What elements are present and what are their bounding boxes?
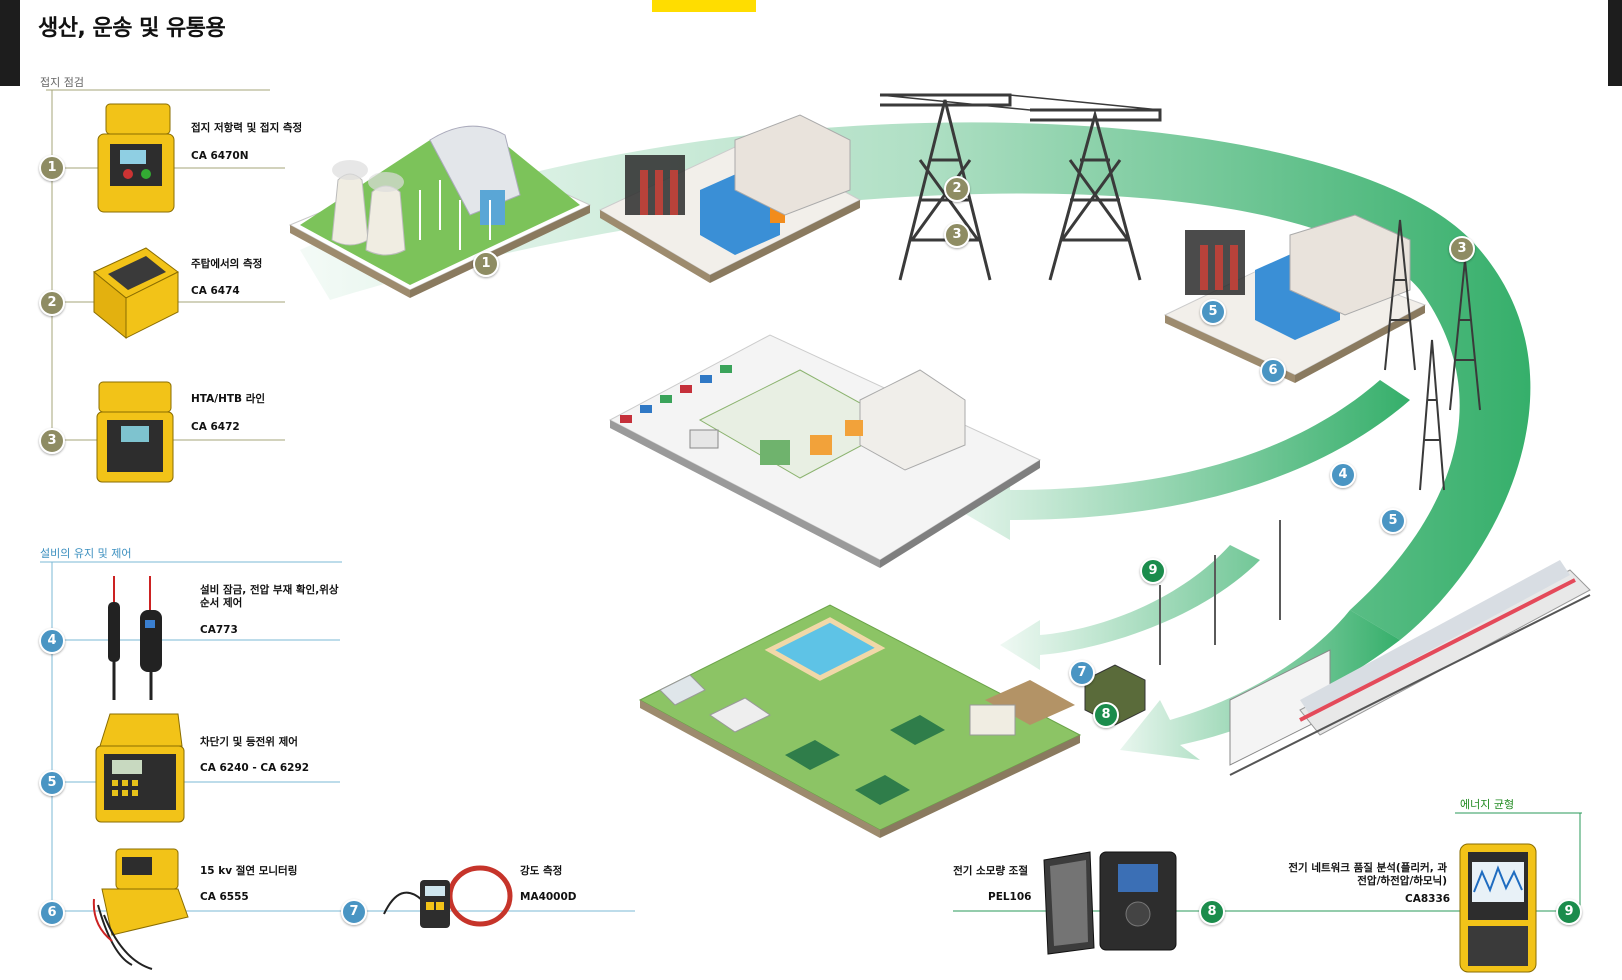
product-7-model: MA4000D bbox=[520, 891, 577, 903]
train-illustration bbox=[1229, 560, 1591, 776]
right-edge-bar bbox=[1608, 0, 1622, 86]
product-1-model: CA 6470N bbox=[191, 150, 249, 162]
badge-4: 4 bbox=[39, 628, 65, 654]
factory-illustration bbox=[608, 334, 1042, 568]
product-6-name: 15 kv 절연 모니터링 bbox=[200, 865, 298, 877]
product-5-name: 차단기 및 등전위 제어 bbox=[200, 736, 298, 748]
product-image-ca8336 bbox=[1458, 842, 1538, 976]
product-4-name: 설비 잠금, 전압 부재 확인,위상 순서 제어 bbox=[200, 584, 339, 609]
scene-badge-2: 2 bbox=[944, 176, 970, 202]
distribution-poles bbox=[1159, 520, 1281, 665]
product-9-name: 전기 네트워크 품질 분석(플리커, 과전압/하전압/하모닉) bbox=[1288, 862, 1447, 887]
product-2-name: 주탑에서의 측정 bbox=[191, 258, 263, 270]
power-plant-illustration bbox=[288, 125, 592, 298]
scene-badge-7: 7 bbox=[1069, 660, 1095, 686]
product-3-name: HTA/HTB 라인 bbox=[191, 393, 266, 405]
scene-badge-5: 5 bbox=[1200, 299, 1226, 325]
product-5-model: CA 6240 - CA 6292 bbox=[200, 762, 310, 774]
campsite-illustration bbox=[638, 604, 1082, 838]
badge-1: 1 bbox=[39, 155, 65, 181]
product-8-name: 전기 소모량 조절 bbox=[953, 865, 1028, 877]
parking-cars bbox=[620, 365, 732, 449]
page-title: 생산, 운송 및 유통용 bbox=[38, 16, 226, 41]
scene-badge-4: 4 bbox=[1330, 462, 1356, 488]
small-pylons bbox=[1384, 219, 1481, 491]
product-image-pel106 bbox=[1040, 848, 1190, 958]
section-title-energy: 에너지 균형 bbox=[1460, 798, 1515, 811]
product-3-model: CA 6472 bbox=[191, 421, 240, 433]
scene-badge-1: 1 bbox=[473, 251, 499, 277]
badge-3: 3 bbox=[39, 428, 65, 454]
product-9-model: CA8336 bbox=[1405, 893, 1451, 905]
scene-badge-6: 6 bbox=[1260, 358, 1286, 384]
product-image-ca6470n bbox=[88, 100, 184, 222]
product-7-name: 강도 측정 bbox=[520, 865, 563, 877]
product-image-ca6555 bbox=[92, 845, 192, 973]
badge-8: 8 bbox=[1199, 899, 1225, 925]
product-image-ca6474 bbox=[86, 242, 186, 352]
scene-badge-8: 8 bbox=[1093, 702, 1119, 728]
product-4-model: CA773 bbox=[200, 624, 238, 636]
product-2-model: CA 6474 bbox=[191, 285, 240, 297]
product-8-model: PEL106 bbox=[988, 891, 1032, 903]
section-title-maintenance: 설비의 유지 및 제어 bbox=[40, 547, 132, 560]
scene-badge-3b: 3 bbox=[1449, 236, 1475, 262]
product-image-ca6472 bbox=[95, 378, 175, 488]
section-title-grounding: 접지 점검 bbox=[40, 76, 84, 89]
badge-7: 7 bbox=[341, 899, 367, 925]
product-image-ca6240 bbox=[92, 710, 188, 830]
top-yellow-tab bbox=[652, 0, 756, 12]
badge-5: 5 bbox=[39, 770, 65, 796]
badge-2: 2 bbox=[39, 290, 65, 316]
badge-6: 6 bbox=[39, 900, 65, 926]
product-image-ma4000d bbox=[380, 860, 515, 940]
product-image-ca773 bbox=[100, 572, 170, 704]
scene-badge-9: 9 bbox=[1140, 558, 1166, 584]
scene-badge-5b: 5 bbox=[1380, 508, 1406, 534]
left-edge-bar bbox=[0, 0, 20, 86]
product-6-model: CA 6555 bbox=[200, 891, 249, 903]
badge-9: 9 bbox=[1556, 899, 1582, 925]
product-1-name: 접지 저항력 및 접지 측정 bbox=[191, 122, 303, 134]
substation-left-illustration bbox=[598, 114, 862, 283]
scene-badge-3: 3 bbox=[944, 222, 970, 248]
